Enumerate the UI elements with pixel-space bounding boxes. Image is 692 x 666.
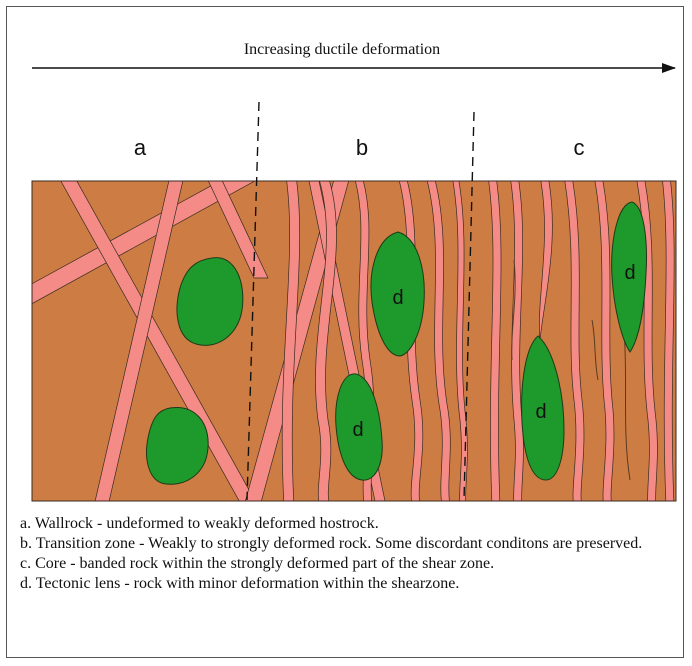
lens-label-c-1: d — [535, 401, 546, 423]
zone-label-a: a — [134, 135, 147, 160]
rock-block — [26, 159, 676, 506]
zone-label-c: c — [574, 135, 585, 160]
lens-label-c-2: d — [624, 262, 635, 284]
legend-item-b: b. Transition zone - Weakly to strongly … — [20, 534, 670, 553]
legend-item-c: c. Core - banded rock within the strongl… — [20, 554, 670, 573]
legend: a. Wallrock - undeformed to weakly defor… — [20, 514, 670, 594]
lens-label-b-1: d — [392, 287, 403, 309]
lens-label-b-2: d — [352, 419, 363, 441]
legend-item-a: a. Wallrock - undeformed to weakly defor… — [20, 514, 670, 533]
zone-label-b: b — [356, 135, 368, 160]
legend-item-d: d. Tectonic lens - rock with minor defor… — [20, 574, 670, 593]
deformation-title: Increasing ductile deformation — [244, 41, 440, 58]
